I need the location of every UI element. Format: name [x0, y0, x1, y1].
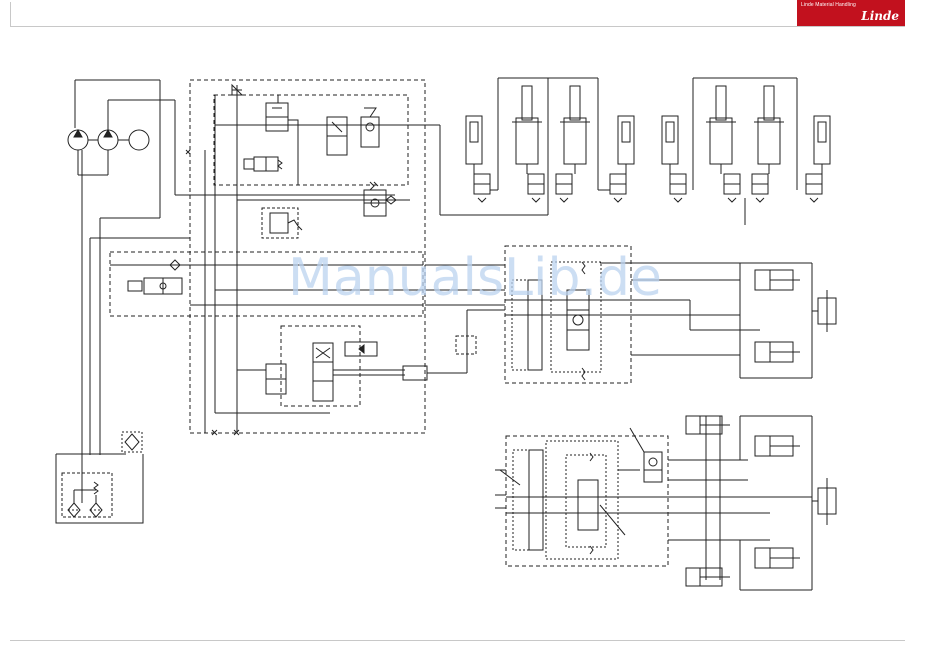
cylinder-5-icon	[662, 116, 678, 164]
cylinder-1-icon	[466, 116, 482, 164]
attachment-control-block	[495, 416, 812, 580]
spring-bottom-icon	[582, 368, 585, 380]
tilt-cylinders-mid	[740, 263, 836, 378]
main-to-cylinder-lines	[408, 125, 548, 373]
relief-valve-icon	[270, 213, 288, 233]
attachment-cylinders	[686, 416, 836, 590]
mast-cylinders-right	[662, 78, 830, 225]
main-control-valve-icon	[313, 343, 333, 401]
main-valve-block	[110, 80, 467, 435]
cylinder-7-icon	[758, 118, 780, 164]
spring-icon	[94, 482, 98, 494]
cylinder-2-icon	[516, 118, 538, 164]
lock-valve-icon	[644, 452, 662, 482]
control-spool-2-icon	[567, 290, 589, 350]
check-valve-3-icon	[361, 117, 379, 147]
cylinder-3-icon	[564, 118, 586, 164]
cylinder-4-icon	[618, 116, 634, 164]
footer-rule	[10, 640, 905, 641]
control-spool-1-icon	[528, 280, 542, 370]
cylinder-8-icon	[814, 116, 830, 164]
cylinder-6-icon	[710, 118, 732, 164]
pump-group	[68, 80, 215, 455]
spring-top-icon	[582, 262, 585, 274]
control-spool-4-icon	[578, 480, 598, 530]
motor-icon	[129, 130, 149, 150]
control-spool-3-icon	[529, 450, 543, 550]
tilt-control-block	[505, 246, 760, 383]
breather-filter-icon	[125, 434, 139, 450]
mast-cylinders-left	[466, 78, 634, 215]
